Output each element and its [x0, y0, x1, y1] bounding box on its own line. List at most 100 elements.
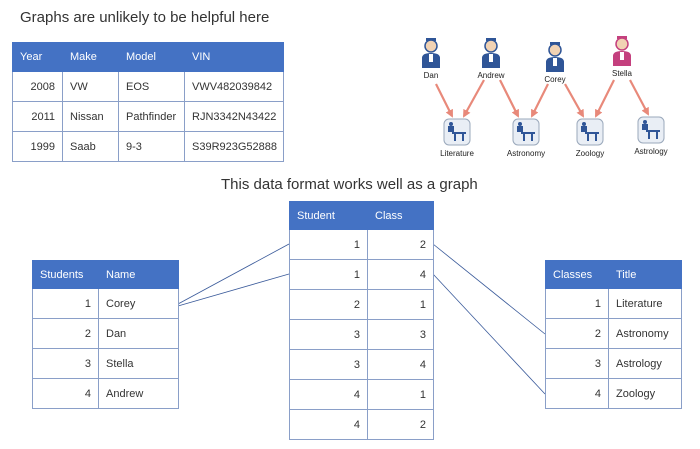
class-id-cell: 2: [545, 318, 609, 349]
student-id-cell: 3: [32, 348, 99, 379]
person-icon: [546, 42, 564, 72]
class-ref-cell: 2: [367, 409, 434, 440]
model-cell: EOS: [118, 71, 185, 102]
year-cell: 2008: [12, 71, 63, 102]
classroom-icon: [443, 118, 471, 146]
table-row: 1 Literature: [545, 288, 682, 319]
person-label: Stella: [611, 69, 632, 78]
class-title-cell: Astronomy: [608, 318, 682, 349]
table-row: 2 Astronomy: [545, 318, 682, 349]
student-ref-cell: 3: [289, 349, 368, 380]
student-class-table: Student Class 1 2 1 4 2 1 3 3 3 4 4 1 4 …: [289, 201, 434, 440]
table-row: 2 1: [289, 289, 434, 320]
column-header-model: Model: [118, 42, 185, 72]
connector-line: [177, 243, 290, 305]
student-ref-cell: 4: [289, 379, 368, 410]
vin-cell: S39R923G52888: [184, 131, 284, 162]
model-cell: Pathfinder: [118, 101, 185, 132]
classroom-icon: [512, 118, 540, 146]
student-ref-cell: 3: [289, 319, 368, 350]
person-icon: [482, 38, 500, 68]
class-ref-cell: 1: [367, 289, 434, 320]
person-label: Andrew: [477, 71, 505, 80]
class-id-cell: 3: [545, 348, 609, 379]
student-ref-cell: 1: [289, 259, 368, 290]
table-row: 4 Zoology: [545, 378, 682, 409]
class-ref-cell: 4: [367, 349, 434, 380]
person-node-stella: Stella: [607, 36, 637, 78]
class-title-cell: Zoology: [608, 378, 682, 409]
make-cell: Nissan: [62, 101, 119, 132]
table-row: 2 Dan: [32, 318, 179, 349]
column-header-name: Name: [98, 260, 179, 289]
class-label: Astrology: [634, 147, 668, 156]
year-cell: 1999: [12, 131, 63, 162]
edge-arrow: [531, 83, 549, 118]
student-id-cell: 4: [32, 378, 99, 409]
column-header-class: Class: [367, 201, 434, 230]
student-name-cell: Corey: [98, 288, 179, 319]
class-title-cell: Astrology: [608, 348, 682, 379]
table-row: 4 2: [289, 409, 434, 440]
edge-arrow: [595, 79, 615, 118]
connector-line: [177, 273, 290, 307]
table-row: 3 Stella: [32, 348, 179, 379]
student-name-cell: Stella: [98, 348, 179, 379]
class-ref-cell: 2: [367, 229, 434, 260]
column-header-vin: VIN: [184, 42, 284, 72]
person-node-dan: Dan: [416, 38, 446, 80]
student-id-cell: 2: [32, 318, 99, 349]
make-cell: VW: [62, 71, 119, 102]
vin-cell: RJN3342N43422: [184, 101, 284, 132]
class-label: Zoology: [575, 149, 605, 158]
column-header-students: Students: [32, 260, 99, 289]
classroom-icon: [576, 118, 604, 146]
edge-arrow: [435, 83, 453, 118]
class-label: Astronomy: [506, 149, 546, 158]
column-header-student: Student: [289, 201, 368, 230]
edge-arrow: [463, 79, 485, 118]
class-title-cell: Literature: [608, 288, 682, 319]
person-icon: [422, 38, 440, 68]
student-name-cell: Dan: [98, 318, 179, 349]
table-row: 4 Andrew: [32, 378, 179, 409]
class-label: Literature: [440, 149, 474, 158]
cars-table: Year Make Model VIN 2008 VW EOS VWV48203…: [12, 42, 284, 162]
student-id-cell: 1: [32, 288, 99, 319]
student-name-cell: Andrew: [98, 378, 179, 409]
table-row: 1 4: [289, 259, 434, 290]
classroom-icon: [637, 116, 665, 144]
table-row: 3 3: [289, 319, 434, 350]
table-row: 1 2: [289, 229, 434, 260]
table-row: 2011 Nissan Pathfinder RJN3342N43422: [12, 101, 284, 132]
class-ref-cell: 1: [367, 379, 434, 410]
year-cell: 2011: [12, 101, 63, 132]
student-ref-cell: 1: [289, 229, 368, 260]
middle-caption: This data format works well as a graph: [221, 176, 478, 193]
table-row: 4 1: [289, 379, 434, 410]
classes-table: Classes Title 1 Literature 2 Astronomy 3…: [545, 260, 682, 409]
person-label: Dan: [423, 71, 439, 80]
class-node-literature: Literature: [437, 118, 477, 158]
class-node-astrology: Astrology: [631, 116, 671, 156]
edge-arrow: [499, 79, 519, 118]
connector-line: [432, 243, 546, 335]
class-node-astronomy: Astronomy: [506, 118, 546, 158]
class-id-cell: 4: [545, 378, 609, 409]
person-node-andrew: Andrew: [476, 38, 506, 80]
edge-arrow: [629, 79, 649, 116]
person-icon: [613, 36, 631, 66]
column-header-year: Year: [12, 42, 63, 72]
person-node-corey: Corey: [540, 42, 570, 84]
student-ref-cell: 2: [289, 289, 368, 320]
column-header-classes: Classes: [545, 260, 609, 289]
class-ref-cell: 4: [367, 259, 434, 290]
class-id-cell: 1: [545, 288, 609, 319]
column-header-title: Title: [608, 260, 682, 289]
model-cell: 9-3: [118, 131, 185, 162]
table-row: 1999 Saab 9-3 S39R923G52888: [12, 131, 284, 162]
table-row: 1 Corey: [32, 288, 179, 319]
students-table: Students Name 1 Corey 2 Dan 3 Stella 4 A…: [32, 260, 179, 409]
connector-line: [432, 273, 546, 395]
edge-arrow: [564, 83, 584, 118]
